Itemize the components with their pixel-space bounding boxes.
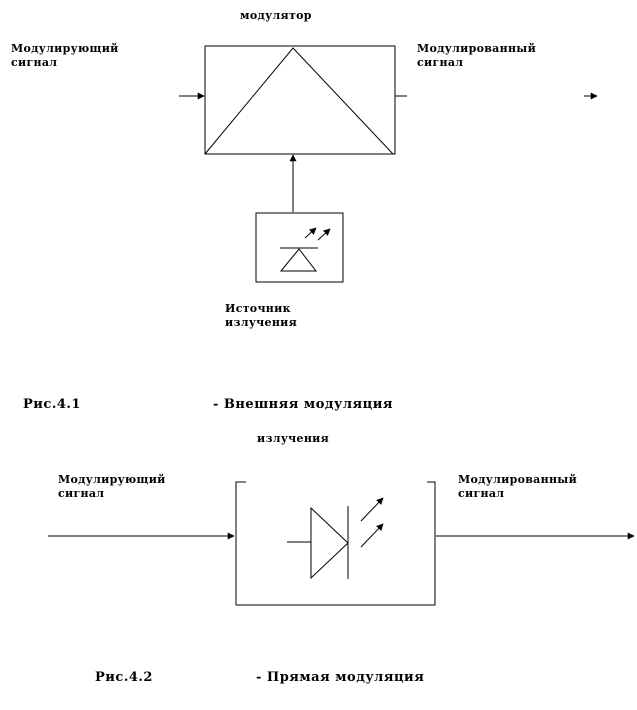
light-source-label: Источник излучения — [225, 302, 298, 329]
figure-4-1 — [179, 45, 598, 283]
radiation-label: излучения — [257, 432, 330, 445]
modulator-label: модулятор — [240, 9, 312, 22]
light-source-block — [255, 212, 344, 283]
figure-4-2-caption: - Прямая модуляция — [256, 670, 425, 685]
modulated-signal-label: Модулированный сигнал — [417, 42, 537, 69]
modulator-triangle-symbol — [204, 47, 394, 155]
modulating-signal-label-2: Модулирующий сигнал — [58, 473, 166, 500]
figure-4-1-number: Рис.4.1 — [23, 397, 81, 412]
laser-block — [235, 481, 436, 606]
led-icon — [279, 227, 331, 272]
modulated-signal-label-2: Модулированный сигнал — [458, 473, 578, 500]
modulator-block — [204, 45, 396, 155]
diode-icon — [287, 497, 384, 580]
figure-4-2 — [48, 481, 635, 606]
figure-4-1-caption: - Внешняя модуляция — [213, 397, 393, 412]
modulating-signal-label: Модулирующий сигнал — [11, 42, 119, 69]
figure-4-2-number: Рис.4.2 — [95, 670, 153, 685]
